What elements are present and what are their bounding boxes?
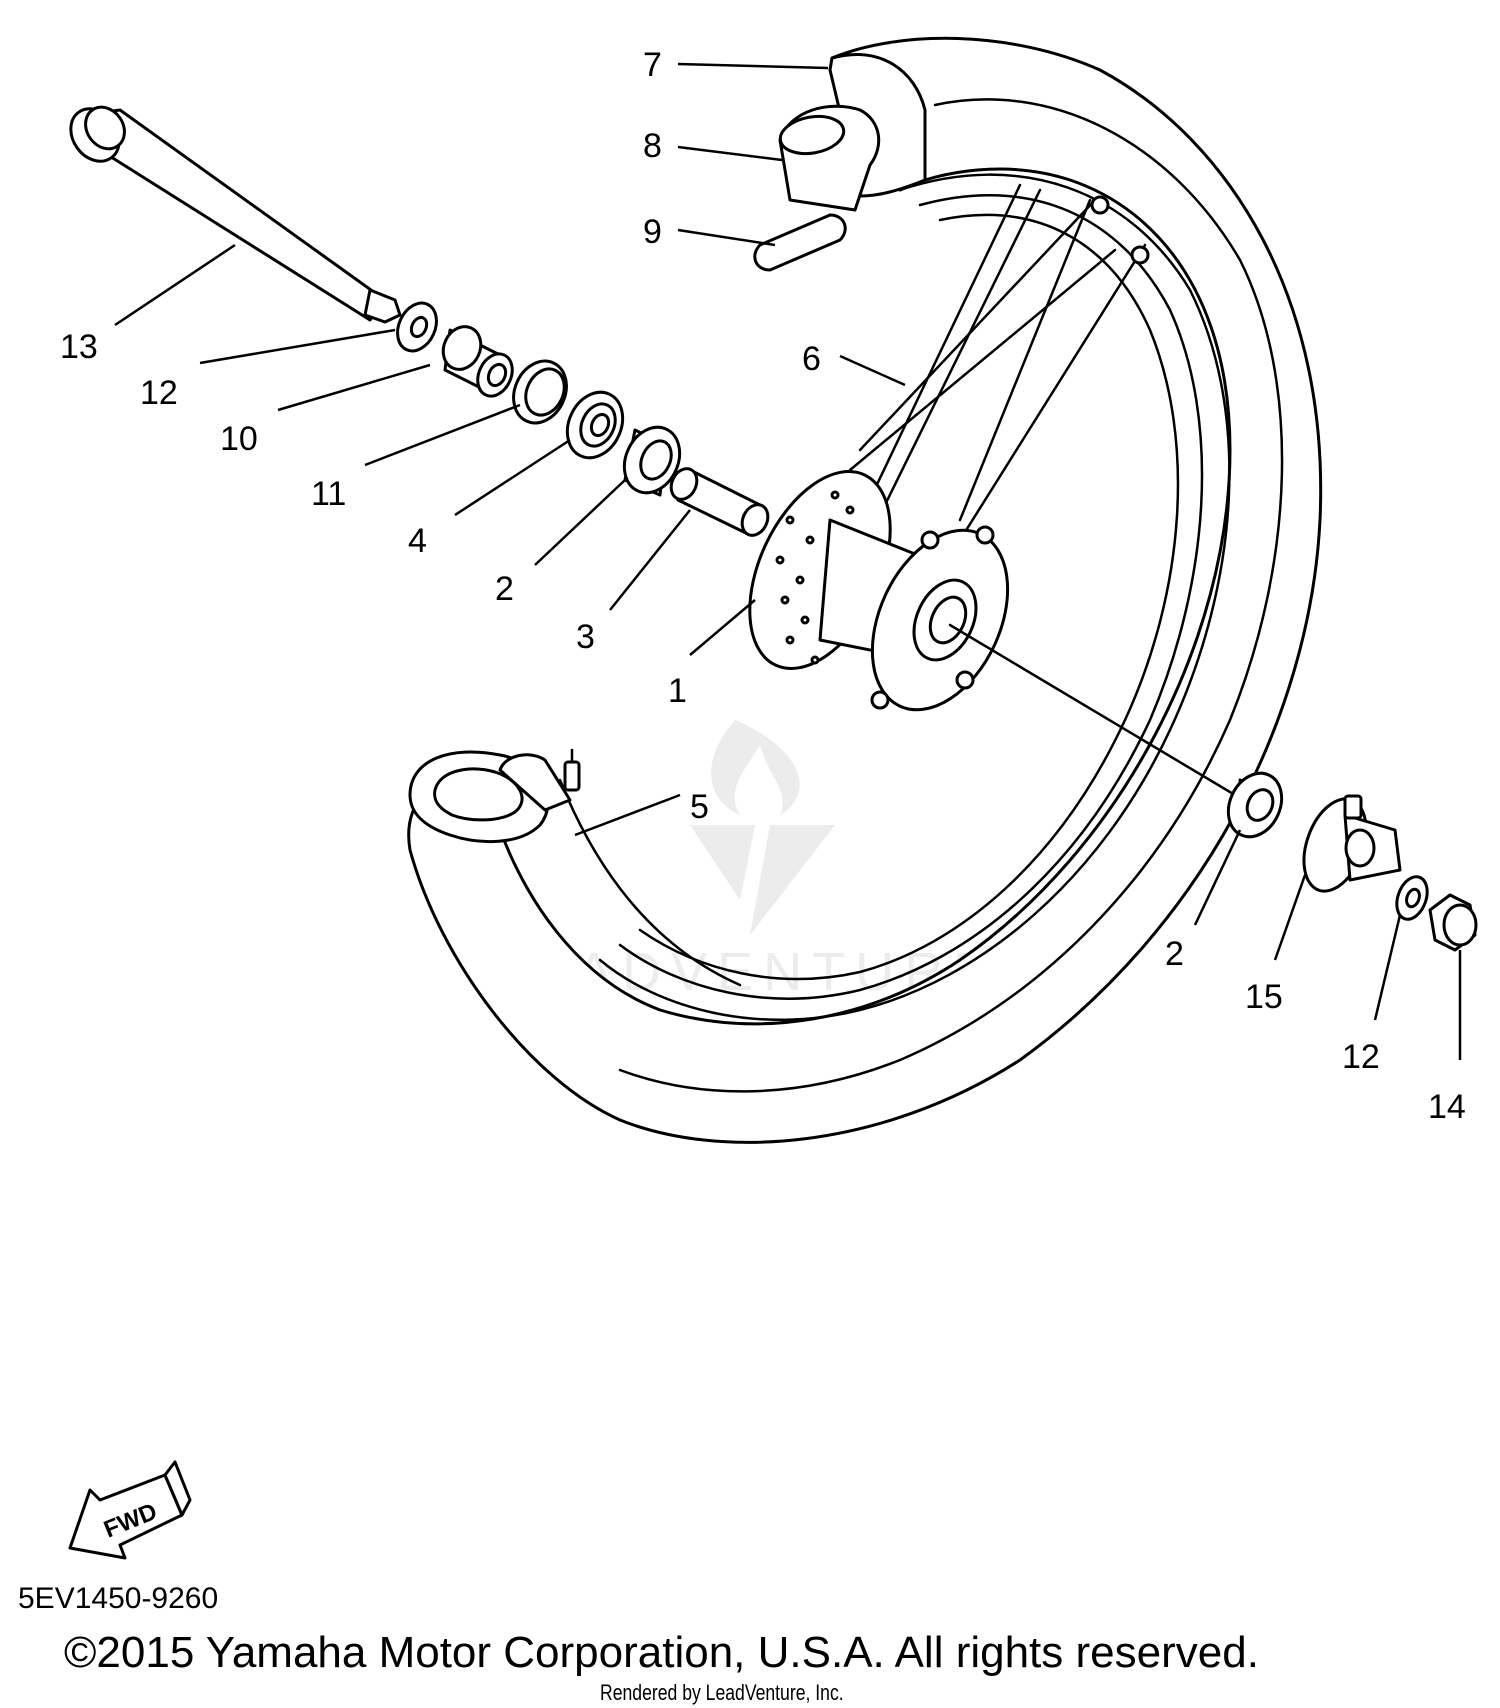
- rendered-by: Rendered by LeadVenture, Inc.: [600, 1680, 844, 1705]
- leader-lines: [114, 62, 1462, 1060]
- axle: [69, 105, 402, 324]
- hub: [748, 470, 1010, 712]
- callout-15: 15: [1245, 978, 1283, 1016]
- copyright: ©2015 Yamaha Motor Corporation, U.S.A. A…: [64, 1628, 1259, 1677]
- tire: [407, 36, 1323, 1144]
- nut-14: [1428, 893, 1478, 952]
- bearing-2-right: [1226, 771, 1284, 839]
- hub-holes: [775, 490, 855, 665]
- callout-4: 4: [408, 522, 427, 560]
- callout-1: 1: [668, 672, 687, 710]
- callout-9: 9: [643, 213, 662, 251]
- spacer-3: [669, 467, 770, 537]
- diagram-code: 5EV1450-9260: [18, 1582, 219, 1615]
- callout-2-right: 2: [1165, 935, 1184, 973]
- washer-12-right: [1395, 875, 1429, 921]
- callout-5: 5: [690, 788, 709, 826]
- callout-8: 8: [643, 127, 662, 165]
- callout-2-left: 2: [495, 570, 514, 608]
- meter-gear-15: [1302, 794, 1402, 893]
- callout-11: 11: [311, 475, 346, 513]
- valve: [498, 748, 581, 812]
- fwd-arrow-icon: FWD: [68, 1460, 192, 1560]
- callout-13: 13: [60, 328, 98, 366]
- callout-10: 10: [220, 420, 258, 458]
- callouts: 7 8 9 13 6 12 10 11 4 2 3 1 5 2 15 12 14: [60, 46, 1466, 1126]
- callout-7: 7: [643, 46, 662, 84]
- callout-12-right: 12: [1342, 1038, 1380, 1076]
- rim: [558, 173, 1231, 1021]
- rim-band: [753, 213, 847, 272]
- callout-12-left: 12: [140, 374, 178, 412]
- callout-14: 14: [1428, 1088, 1466, 1126]
- collar-10: [441, 325, 514, 398]
- bearing-2-left: [622, 425, 682, 497]
- collar-12: [396, 301, 438, 353]
- callout-3: 3: [576, 618, 595, 656]
- bearing-4: [565, 390, 625, 460]
- tube: [778, 104, 881, 212]
- oil-seal-11: [512, 359, 568, 425]
- callout-6: 6: [802, 340, 821, 378]
- spokes: [848, 183, 1150, 542]
